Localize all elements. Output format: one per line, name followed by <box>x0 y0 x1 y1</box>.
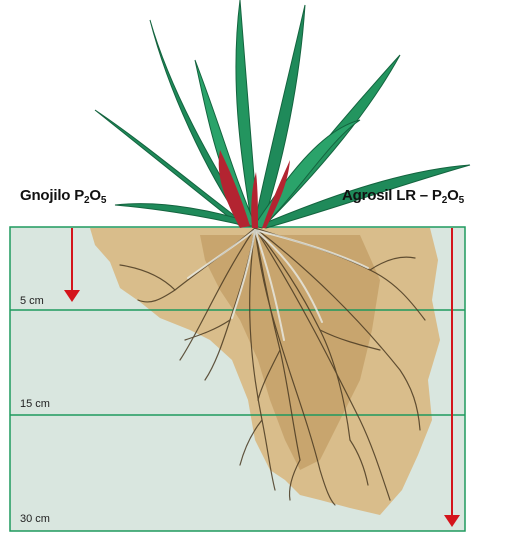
depth-label-5cm: 5 cm <box>20 295 44 307</box>
depth-label-15cm: 15 cm <box>20 398 50 410</box>
label-agrosil: Agrosil LR – P2O5 <box>342 187 464 204</box>
depth-label-30cm: 30 cm <box>20 513 50 525</box>
label-gnojilo: Gnojilo P2O5 <box>20 187 106 204</box>
